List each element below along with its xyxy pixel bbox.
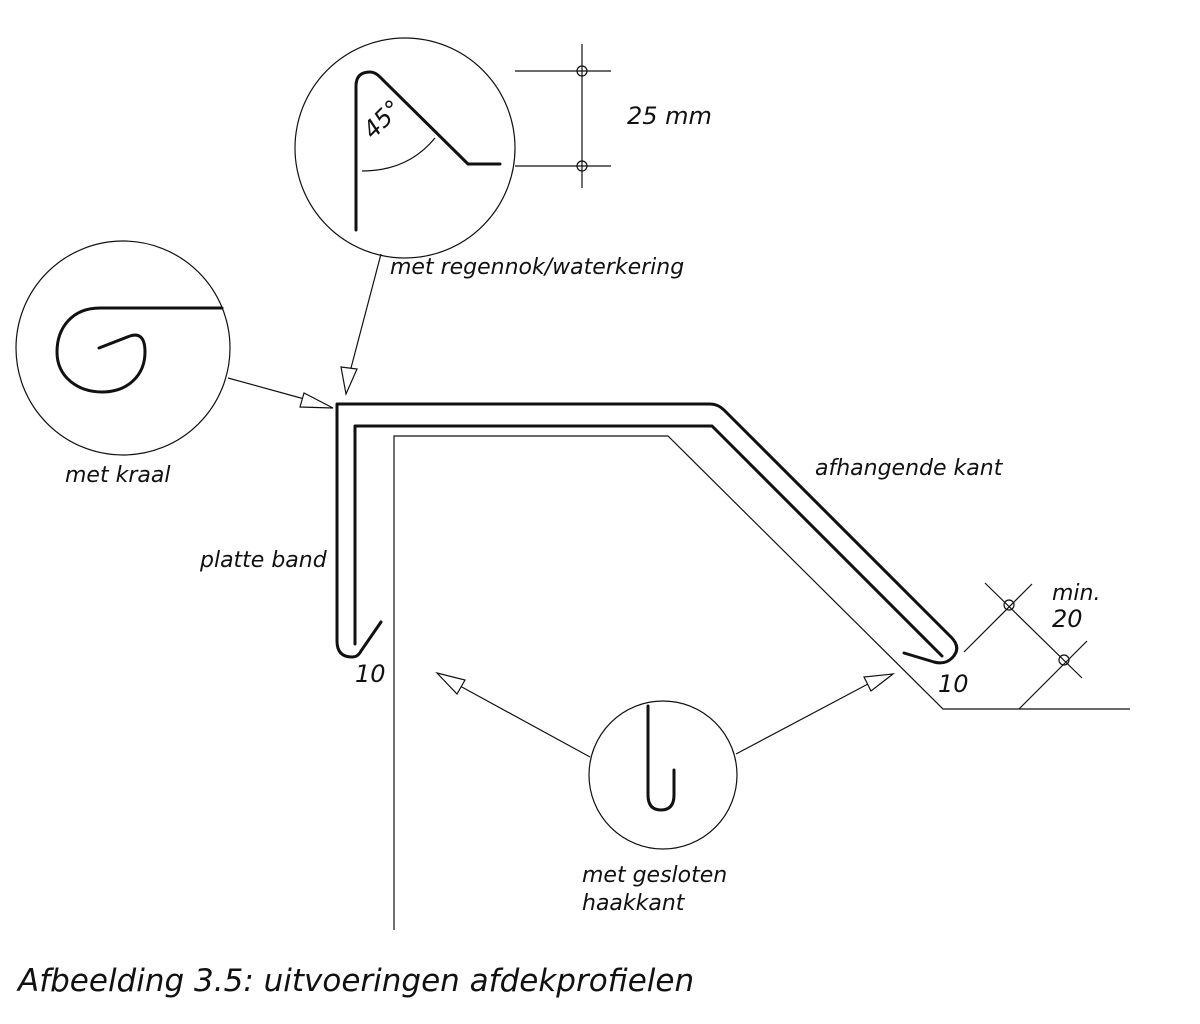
haakkant-profile: [646, 704, 676, 812]
label-dim-25: 25 mm: [627, 102, 712, 130]
dim-ext-2: [1018, 640, 1088, 710]
arrowhead-haakkant-left: [435, 671, 466, 695]
detail-circle-regennok: [294, 37, 516, 259]
dim-ext-1: [963, 583, 1033, 653]
label-ten-right: 10: [938, 670, 969, 698]
label-platte-band: platte band: [199, 548, 328, 573]
regennok-profile: [354, 70, 502, 232]
profile-inner-edge: [353, 424, 944, 658]
leader-kraal: [227, 377, 309, 401]
label-min: min.: [1052, 581, 1100, 606]
arrowhead-regennok: [340, 366, 358, 397]
dim-marker-1: [1003, 599, 1015, 611]
leader-regennok: [350, 253, 382, 369]
label-min-value: 20: [1052, 605, 1083, 633]
label-gesloten-line1: met gesloten: [582, 863, 727, 888]
label-angle: 45°: [357, 94, 407, 144]
label-regennok: met regennok/waterkering: [390, 255, 684, 280]
profile-outer-edge: [335, 402, 959, 665]
dim-25-marker-bottom: [576, 160, 588, 172]
dim-25-marker-top: [576, 65, 588, 77]
angle-arc: [361, 137, 436, 172]
leader-haakkant-left: [459, 685, 591, 758]
kraal-profile: [55, 306, 224, 394]
label-gesloten-line2: haakkant: [582, 891, 686, 916]
detail-circle-kraal: [15, 240, 231, 456]
detail-circle-haakkant: [588, 700, 738, 850]
label-afhangende-kant: afhangende kant: [815, 456, 1004, 481]
wall-outline: [393, 435, 1130, 930]
figure-caption: Afbeelding 3.5: uitvoeringen afdekprofie…: [18, 963, 695, 999]
leader-haakkant-right: [735, 683, 869, 755]
dim-marker-2: [1058, 654, 1070, 666]
label-ten-left: 10: [355, 660, 386, 688]
arrowhead-haakkant-right: [863, 673, 896, 692]
label-kraal: met kraal: [65, 463, 170, 488]
arrowhead-kraal: [299, 392, 334, 409]
